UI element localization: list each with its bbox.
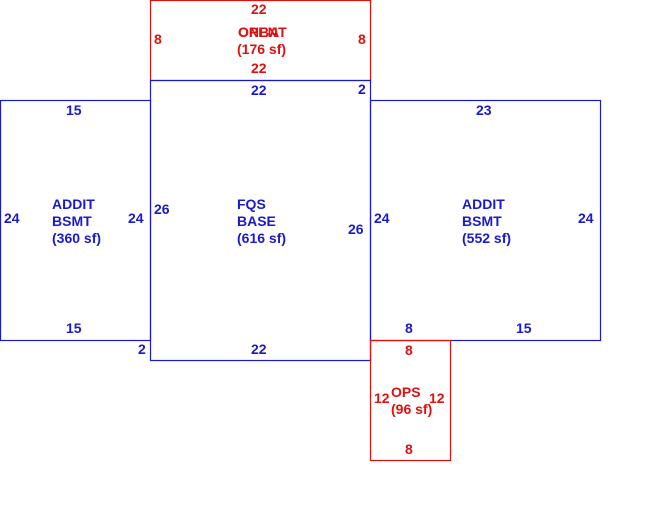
ops-label-line1: OPS	[391, 384, 421, 400]
addit-left-label: ADDIT BSMT (360 sf)	[52, 196, 101, 247]
addit-right-label-line1: ADDIT	[462, 196, 505, 212]
onbat-label-line2: ONBAT	[238, 24, 287, 40]
ops-outline	[369, 339, 452, 462]
fqs-base-dim-top-right-jog: 2	[358, 81, 366, 97]
fqs-base-dim-right: 26	[348, 221, 364, 237]
onbat-dim-top: 22	[251, 1, 267, 17]
fqs-base-dim-bottom: 22	[251, 341, 267, 357]
fqs-base-label-line2: BASE	[237, 213, 276, 229]
addit-right-dim-bottom-right: 15	[516, 320, 532, 336]
addit-right-label-line3: (552 sf)	[462, 230, 512, 246]
fqs-base-dim-left: 26	[154, 201, 170, 217]
ops-dim-right: 12	[429, 390, 445, 406]
fqs-base-label-line1: FQS	[237, 196, 266, 212]
fqs-base-outline	[149, 79, 372, 362]
fqs-base-dim-top: 22	[251, 82, 267, 98]
fqs-base-label: FQS BASE (616 sf)	[237, 196, 286, 247]
onbat-dim-left: 8	[154, 31, 162, 47]
addit-right-label-line2: BSMT	[462, 213, 502, 229]
addit-left-dim-left: 24	[4, 210, 20, 226]
ops-label: OPS (96 sf)	[391, 384, 432, 418]
addit-left-label-line1: ADDIT	[52, 196, 95, 212]
addit-left-dim-bottom: 15	[66, 320, 82, 336]
addit-left-label-line3: (360 sf)	[52, 230, 102, 246]
onbat-dim-bottom: 22	[251, 60, 267, 76]
onbat-dim-right: 8	[358, 31, 366, 47]
ops-dim-top: 8	[405, 342, 413, 358]
addit-right-dim-left: 24	[374, 210, 390, 226]
onbat-label-line1: OPEN	[238, 24, 278, 40]
addit-right-dim-top: 23	[476, 102, 492, 118]
onbat-label-line3: (176 sf)	[237, 41, 287, 57]
addit-right-dim-right: 24	[578, 210, 594, 226]
addit-right-label: ADDIT BSMT (552 sf)	[462, 196, 511, 247]
addit-right-dim-bottom-left: 8	[405, 320, 413, 336]
ops-dim-bottom: 8	[405, 441, 413, 457]
ops-dim-left: 12	[374, 390, 390, 406]
fqs-base-dim-bottom-left-jog: 2	[138, 341, 146, 357]
addit-left-dim-top: 15	[66, 102, 82, 118]
addit-left-label-line2: BSMT	[52, 213, 92, 229]
addit-left-dim-right: 24	[128, 210, 144, 226]
ops-label-line2: (96 sf)	[391, 401, 433, 417]
fqs-base-label-line3: (616 sf)	[237, 230, 287, 246]
